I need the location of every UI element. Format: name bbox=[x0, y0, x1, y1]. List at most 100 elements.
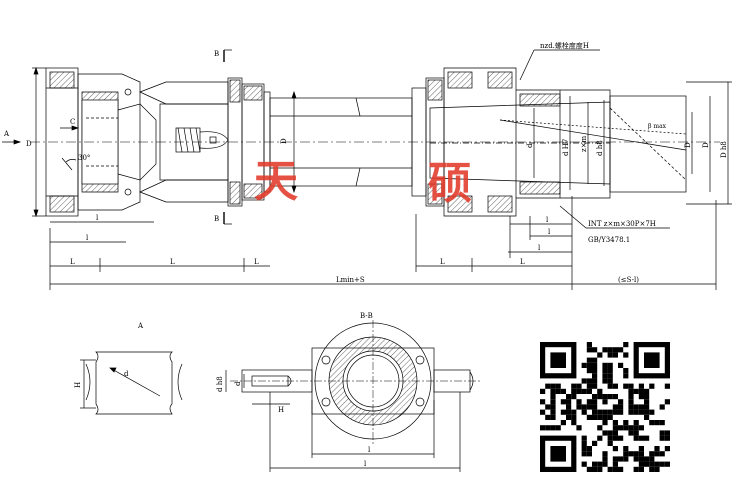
length-dims bbox=[49, 196, 717, 290]
angle-label: 30° bbox=[78, 154, 90, 162]
qr-module bbox=[638, 388, 644, 394]
bb-dh8: d h8 bbox=[216, 376, 224, 392]
L3-label: L bbox=[254, 258, 259, 266]
qr-module bbox=[550, 409, 556, 415]
qr-module bbox=[638, 404, 644, 410]
qr-module bbox=[633, 430, 639, 436]
qr-module bbox=[550, 383, 556, 389]
qr-module bbox=[602, 409, 608, 415]
qr-code bbox=[540, 342, 670, 472]
qr-module bbox=[566, 414, 572, 420]
qr-module bbox=[628, 404, 634, 410]
qr-module bbox=[566, 399, 572, 405]
qr-module bbox=[654, 446, 660, 452]
qr-module bbox=[597, 352, 603, 358]
qr-module bbox=[623, 342, 629, 348]
qr-module bbox=[623, 451, 629, 457]
qr-module bbox=[623, 456, 629, 462]
qr-module bbox=[571, 414, 577, 420]
qr-module bbox=[612, 425, 618, 431]
qr-module bbox=[576, 388, 582, 394]
qr-module bbox=[592, 394, 598, 400]
qr-module bbox=[545, 425, 551, 431]
qr-module bbox=[566, 404, 572, 410]
qr-module bbox=[649, 420, 655, 426]
qr-module bbox=[628, 430, 634, 436]
qr-module bbox=[597, 461, 603, 467]
qr-module bbox=[550, 404, 556, 410]
qr-module bbox=[607, 373, 613, 379]
qr-module bbox=[540, 399, 546, 405]
qr-module bbox=[633, 435, 639, 441]
qr-module bbox=[602, 362, 608, 368]
lmin-label: Lmin+S bbox=[336, 276, 365, 284]
qr-module bbox=[576, 425, 582, 431]
qr-module bbox=[649, 466, 655, 472]
qr-module bbox=[602, 456, 608, 462]
qr-module bbox=[623, 425, 629, 431]
qr-module bbox=[592, 378, 598, 384]
qr-module bbox=[638, 461, 644, 467]
qr-module bbox=[545, 404, 551, 410]
qr-module bbox=[592, 368, 598, 374]
qr-module bbox=[612, 420, 618, 426]
qr-module bbox=[540, 409, 546, 415]
qr-module bbox=[592, 466, 598, 472]
qr-module bbox=[602, 414, 608, 420]
qr-module bbox=[664, 383, 670, 389]
left-diameter-dims bbox=[32, 66, 297, 218]
qr-module bbox=[618, 399, 624, 405]
qr-module bbox=[571, 420, 577, 426]
qr-module bbox=[586, 388, 592, 394]
qr-module bbox=[571, 394, 577, 400]
view-a-arrow bbox=[2, 139, 22, 145]
qr-module bbox=[592, 347, 598, 353]
spline-spec: INT z×m×30P×7H bbox=[588, 220, 656, 228]
qr-module bbox=[607, 383, 613, 389]
qr-module bbox=[644, 456, 650, 462]
qr-module bbox=[586, 383, 592, 389]
L2-label: L bbox=[170, 258, 175, 266]
qr-module bbox=[581, 440, 587, 446]
qr-module bbox=[550, 352, 566, 368]
section-top-label: B bbox=[214, 50, 219, 58]
qr-module bbox=[638, 446, 644, 452]
qr-module bbox=[581, 435, 587, 441]
qr-module bbox=[581, 446, 587, 452]
qr-module bbox=[597, 466, 603, 472]
spline-std: GB/Y3478.1 bbox=[588, 236, 630, 244]
qr-module bbox=[592, 399, 598, 405]
qr-module bbox=[607, 435, 613, 441]
qr-module bbox=[612, 409, 618, 415]
qr-module bbox=[628, 409, 634, 415]
qr-module bbox=[644, 352, 660, 368]
qr-module bbox=[545, 414, 551, 420]
view-a-d: d bbox=[124, 370, 129, 378]
qr-module bbox=[571, 409, 577, 415]
d2-label: d bbox=[526, 143, 534, 148]
qr-module bbox=[597, 409, 603, 415]
qr-module bbox=[571, 388, 577, 394]
bb-l1: l bbox=[368, 446, 371, 454]
qr-module bbox=[607, 414, 613, 420]
qr-module bbox=[618, 435, 624, 441]
qr-module bbox=[566, 409, 572, 415]
qr-module bbox=[592, 414, 598, 420]
section-b-marks bbox=[223, 49, 232, 225]
qr-module bbox=[644, 461, 650, 467]
qr-module bbox=[644, 399, 650, 405]
section-bottom-label: B bbox=[214, 215, 219, 223]
qr-module bbox=[654, 461, 660, 467]
qr-module bbox=[586, 404, 592, 410]
d1-label: D bbox=[26, 140, 32, 148]
right-flange-yoke bbox=[411, 67, 687, 217]
qr-module bbox=[607, 347, 613, 353]
l3-label: l bbox=[546, 216, 549, 224]
qr-module bbox=[638, 451, 644, 457]
qr-module bbox=[581, 378, 587, 384]
qr-module bbox=[560, 388, 566, 394]
qr-module bbox=[654, 466, 660, 472]
qr-module bbox=[649, 409, 655, 415]
qr-module bbox=[623, 373, 629, 379]
